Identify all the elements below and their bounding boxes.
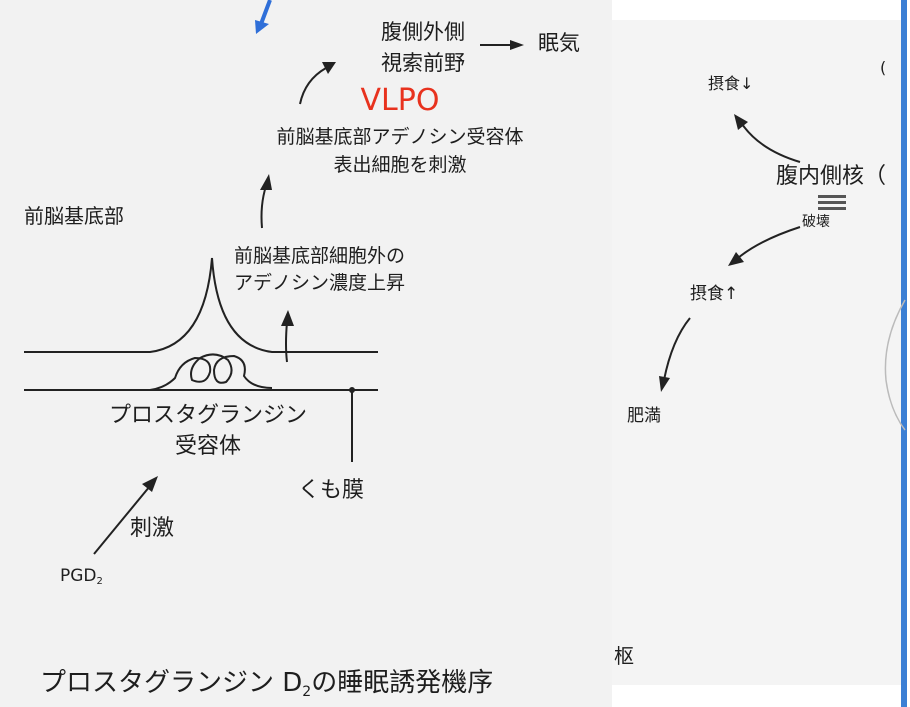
vlpo-tag: VLPO [360, 83, 440, 118]
receptor-cells-line2: 表出細胞を刺激 [333, 154, 467, 176]
arrow-to-sleepiness [480, 40, 524, 50]
corner-glyph: ( [880, 58, 887, 77]
destruction-bars [818, 195, 846, 210]
partial-outline [884, 299, 906, 431]
arrow-to-feeding-up [728, 226, 801, 266]
stimulus-label: 刺激 [130, 516, 175, 541]
receptor-coil [149, 353, 273, 391]
vlpo-region-line1: 腹側外側 [381, 20, 465, 44]
right-diagram-panel [612, 0, 910, 707]
arrow-to-receptor [93, 476, 158, 555]
blue-pointer-arrow [255, 0, 272, 34]
feeding-down-label: 摂食↓ [708, 74, 754, 93]
destruction-label: 破壊 [802, 214, 830, 230]
pgd2-label: PGD2 [60, 566, 103, 587]
right-scan-area [612, 20, 902, 685]
arrow-to-feeding-down [734, 114, 801, 163]
basal-forebrain-label: 前脳基底部 [24, 204, 124, 228]
membrane-curves [24, 257, 378, 462]
pg-receptor-line1: プロスタグランジン [108, 403, 308, 428]
adenosine-rise-line2: アデノシン濃度上昇 [234, 272, 406, 294]
cut-off-fragment: 枢 [614, 644, 634, 668]
sleepiness-label: 眠気 [538, 31, 580, 55]
pg-receptor-line2: 受容体 [174, 434, 242, 459]
arrow-to-obesity [659, 317, 691, 392]
vlpo-region-line2: 視索前野 [381, 51, 465, 75]
feeding-up-label: 摂食↑ [690, 284, 739, 304]
obesity-label: 肥満 [627, 406, 661, 426]
figure-caption: プロスタグランジン D2の睡眠誘発機序 [40, 668, 494, 700]
receptor-cells-line1: 前脳基底部アデノシン受容体 [276, 126, 524, 148]
vmh-label: 腹内側核（ [776, 164, 887, 189]
right-blue-border [901, 0, 907, 707]
arrow-to-vlpo [299, 62, 336, 105]
arrow-to-receptor-cells [260, 174, 272, 229]
adenosine-rise-line1: 前脳基底部細胞外の [234, 245, 406, 267]
left-diagram-panel [0, 0, 612, 707]
arachnoid-label: くも膜 [298, 478, 365, 503]
arrow-to-adenosine [281, 310, 294, 363]
